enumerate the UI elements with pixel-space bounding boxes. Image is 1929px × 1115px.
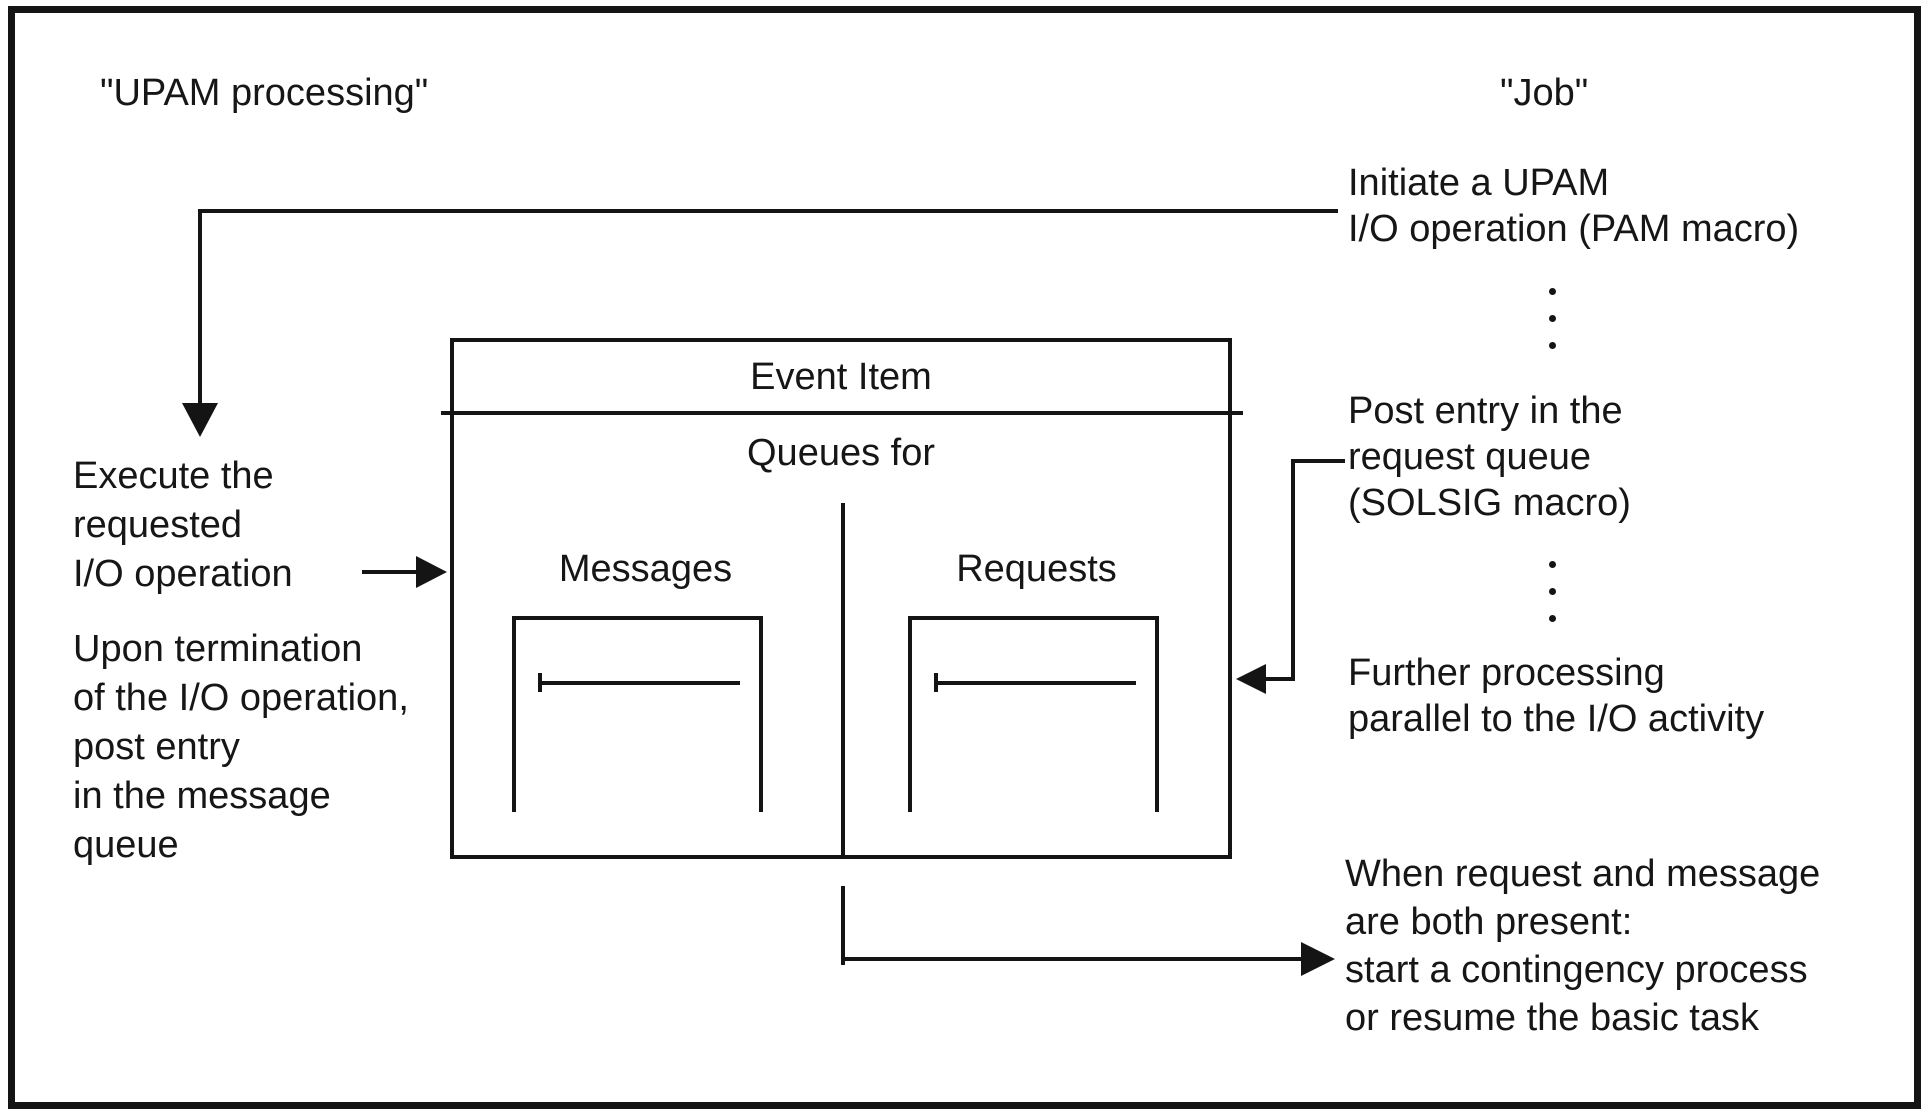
termination-note: Upon termination of the I/O operation, p… bbox=[73, 628, 409, 866]
arrowhead-right-icon bbox=[416, 556, 447, 588]
execute-note: Execute the requested I/O operation bbox=[73, 455, 293, 595]
post-entry-bracket-top-line bbox=[1291, 459, 1345, 463]
event-box-header-divider bbox=[441, 411, 1243, 415]
queues-for-label: Queues for bbox=[747, 432, 935, 474]
outer-border bbox=[8, 6, 1921, 1109]
requests-label: Requests bbox=[956, 548, 1117, 590]
post-entry-note: Post entry in the request queue (SOLSIG … bbox=[1348, 390, 1631, 524]
further-processing-note: Further processing parallel to the I/O a… bbox=[1348, 652, 1765, 740]
upam-processing-title: "UPAM processing" bbox=[100, 72, 429, 114]
dot-icon bbox=[1549, 561, 1556, 568]
vertical-ellipsis-icon bbox=[1549, 288, 1557, 369]
arrowhead-left-icon bbox=[1236, 664, 1266, 694]
messages-queue-entry-line bbox=[540, 681, 740, 685]
event-item-title: Event Item bbox=[750, 356, 932, 398]
event-box-center-divider bbox=[841, 503, 845, 857]
arrowhead-right-icon bbox=[1301, 942, 1335, 976]
messages-label: Messages bbox=[558, 548, 733, 590]
execute-arrow-line bbox=[362, 570, 418, 574]
dot-icon bbox=[1549, 615, 1556, 622]
initiate-flow-line-vertical bbox=[198, 209, 202, 405]
vertical-ellipsis-icon bbox=[1549, 561, 1557, 642]
requests-queue-entry-tick bbox=[934, 673, 938, 692]
contingency-flow-line-vertical bbox=[841, 886, 845, 965]
dot-icon bbox=[1549, 288, 1556, 295]
initiate-flow-line-horizontal bbox=[198, 209, 1338, 213]
requests-queue-icon bbox=[908, 616, 1159, 812]
dot-icon bbox=[1549, 588, 1556, 595]
requests-queue-entry-line bbox=[936, 681, 1136, 685]
arrowhead-down-icon bbox=[182, 403, 218, 437]
job-title: "Job" bbox=[1500, 72, 1589, 114]
messages-queue-icon bbox=[512, 616, 763, 812]
dot-icon bbox=[1549, 315, 1556, 322]
contingency-flow-line-horizontal bbox=[841, 957, 1303, 961]
initiate-note: Initiate a UPAM I/O operation (PAM macro… bbox=[1348, 162, 1800, 250]
messages-queue-entry-tick bbox=[538, 673, 542, 692]
post-entry-bracket-bottom-line bbox=[1264, 677, 1295, 681]
when-present-note: When request and message are both presen… bbox=[1345, 853, 1821, 1039]
post-entry-bracket-vertical-line bbox=[1291, 459, 1295, 681]
dot-icon bbox=[1549, 342, 1556, 349]
